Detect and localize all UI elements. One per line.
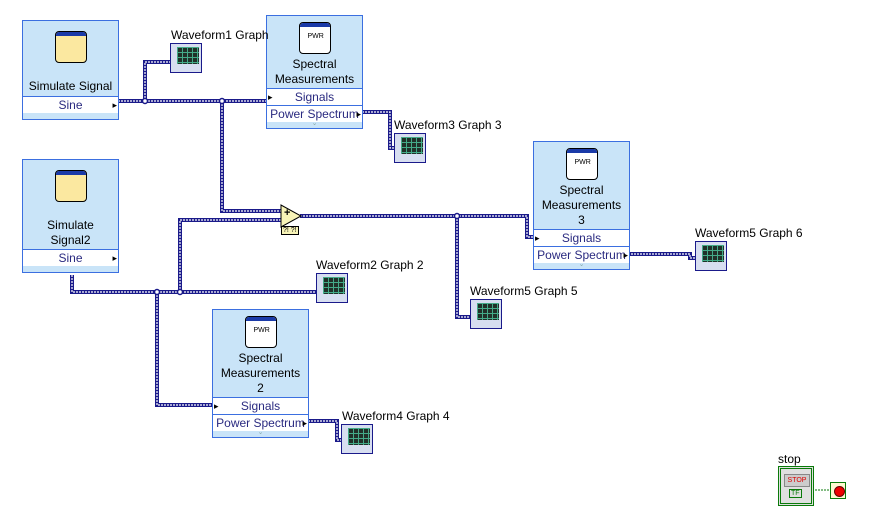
wire-sm2-graph4 <box>308 419 343 442</box>
node-title-l2: Measurements <box>220 366 301 380</box>
simulate-signal2-node[interactable]: Simulate Signal2 Sine <box>22 159 119 273</box>
wire-add-sm3 <box>300 214 535 239</box>
waveform-graph-terminal[interactable] <box>316 273 348 303</box>
power-spectrum-icon: PWR <box>244 316 277 348</box>
graph-label: Waveform2 Graph 2 <box>316 258 424 272</box>
power-spectrum-output-terminal[interactable]: Power Spectrum <box>213 414 308 431</box>
node-title-l1: Spectral <box>292 57 337 71</box>
wire-sim2-add <box>178 218 282 292</box>
node-title: Simulate Signal <box>28 79 113 93</box>
simulate-signal-node[interactable]: Simulate Signal Sine <box>22 20 119 120</box>
add-node <box>280 204 303 228</box>
stop-button-terminal[interactable]: STOP TF <box>778 466 814 506</box>
add-symbol: + <box>284 207 291 219</box>
graph-label: Waveform3 Graph 3 <box>394 118 502 132</box>
spectral-measurements-node[interactable]: PWR Spectral Measurements Signals Power … <box>266 15 363 129</box>
power-spectrum-output-terminal[interactable]: Power Spectrum <box>534 246 629 263</box>
stop-button[interactable]: STOP <box>784 474 810 487</box>
node-title-l2: Signal2 <box>50 233 91 247</box>
signals-input-terminal[interactable]: Signals <box>213 397 308 414</box>
icon-text: PWR <box>574 159 591 166</box>
signals-input-terminal[interactable]: Signals <box>534 229 629 246</box>
node-title-l2: Measurements <box>274 72 355 86</box>
node-title-l1: Spectral <box>559 183 604 197</box>
signals-input-terminal[interactable]: Signals <box>267 88 362 105</box>
spectral-measurements-3-node[interactable]: PWR Spectral Measurements 3 Signals Powe… <box>533 141 630 270</box>
power-spectrum-icon: PWR <box>298 22 331 54</box>
expand-chevron-icon[interactable]: ⌄ <box>578 261 585 268</box>
icon-text: PWR <box>307 33 324 40</box>
spectral-measurements-2-node[interactable]: PWR Spectral Measurements 2 Signals Powe… <box>212 309 309 438</box>
icon-text: PWR <box>253 327 270 334</box>
graph-label: Waveform5 Graph 6 <box>695 226 803 240</box>
node-title-l2: Measurements <box>541 198 622 212</box>
simulate-signal-icon <box>54 170 87 202</box>
wire-sm1-graph3 <box>362 110 396 150</box>
waveform-graph-terminal[interactable] <box>394 133 426 163</box>
sine-output-terminal[interactable]: Sine <box>23 249 118 266</box>
waveform-graph-terminal[interactable] <box>470 299 502 329</box>
loop-condition-terminal[interactable] <box>830 482 846 499</box>
expand-chevron-icon[interactable]: ⌄ <box>257 429 264 436</box>
power-spectrum-output-terminal[interactable]: Power Spectrum <box>267 105 362 122</box>
waveform-graph-terminal[interactable] <box>695 241 727 271</box>
node-title-l1: Simulate <box>47 218 94 232</box>
graph-label: Waveform1 Graph <box>171 28 269 42</box>
node-title-l3: 3 <box>578 213 585 227</box>
power-spectrum-icon: PWR <box>565 148 598 180</box>
wire-sim2-sm2 <box>155 292 214 407</box>
simulate-signal-icon <box>54 31 87 63</box>
sine-output-terminal[interactable]: Sine <box>23 96 118 113</box>
graph-label: Waveform5 Graph 5 <box>470 284 578 298</box>
waveform-graph-terminal[interactable] <box>341 424 373 454</box>
add-terminals: ?! ?! <box>281 226 299 235</box>
wire-sim2-graph2 <box>70 275 318 294</box>
stop-label: stop <box>778 452 801 466</box>
expand-chevron-icon[interactable]: ⌄ <box>311 120 318 127</box>
graph-label: Waveform4 Graph 4 <box>342 409 450 423</box>
node-title-l1: Spectral <box>238 351 283 365</box>
node-title-l3: 2 <box>257 381 264 395</box>
waveform-graph-terminal[interactable] <box>170 43 202 73</box>
tf-indicator: TF <box>789 489 802 498</box>
stop-sign-icon <box>834 486 845 497</box>
